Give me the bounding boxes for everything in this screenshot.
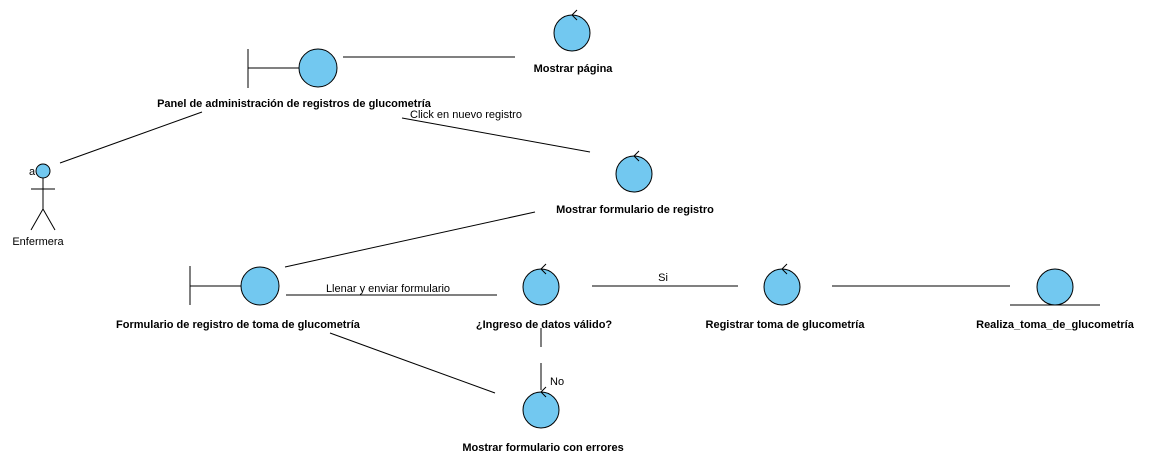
- control-label: ¿Ingreso de datos válido?: [476, 319, 613, 331]
- entity-record[interactable]: Realiza_toma_de_glucometría: [976, 268, 1135, 331]
- edge-label-click-new: Click en nuevo registro: [410, 109, 522, 121]
- edge-actor-to-panel: [59, 111, 203, 164]
- control-label: Mostrar página: [534, 63, 614, 75]
- control-label: Mostrar formulario de registro: [556, 204, 714, 216]
- control-arrow: [540, 263, 547, 275]
- control-show-form[interactable]: Mostrar formulario de registro: [556, 150, 714, 216]
- edge-panel-to-show-form: [401, 117, 591, 153]
- entity-circle: [1036, 268, 1074, 306]
- boundary-label: Formulario de registro de toma de glucom…: [116, 319, 361, 331]
- control-validate[interactable]: ¿Ingreso de datos válido?: [476, 263, 613, 331]
- control-arrow: [571, 9, 578, 21]
- edge-form-to-show-errors: [329, 332, 496, 394]
- edges: [59, 56, 1010, 394]
- control-circle: [615, 155, 653, 193]
- edge-label-fill-submit: Llenar y enviar formulario: [326, 283, 450, 295]
- control-arrow: [781, 263, 788, 275]
- edge-label-yes: Si: [658, 272, 668, 284]
- control-circle: [522, 268, 560, 306]
- control-label: Registrar toma de glucometría: [706, 319, 866, 331]
- boundary-label: Panel de administración de registros de …: [157, 98, 432, 110]
- control-register[interactable]: Registrar toma de glucometría: [706, 263, 866, 331]
- boundary-circle: [240, 266, 280, 306]
- control-show-page[interactable]: Mostrar página: [534, 9, 614, 75]
- edge-label-no: No: [550, 376, 564, 388]
- edge-show-form-to-form: [284, 211, 536, 268]
- control-show-errors[interactable]: Mostrar formulario con errores: [462, 386, 624, 454]
- actor-enfermera[interactable]: a Enfermera: [12, 163, 65, 248]
- actor-label: Enfermera: [12, 236, 64, 248]
- actor-tag: a: [29, 166, 36, 178]
- control-circle: [553, 14, 591, 52]
- boundary-circle: [298, 48, 338, 88]
- entity-label: Realiza_toma_de_glucometría: [976, 319, 1135, 331]
- actor-leg-left: [30, 208, 44, 231]
- actor-head: [35, 163, 51, 179]
- boundary-form[interactable]: Formulario de registro de toma de glucom…: [116, 266, 361, 331]
- control-arrow: [540, 386, 547, 398]
- control-circle: [763, 268, 801, 306]
- actor-leg-right: [42, 208, 56, 231]
- control-arrow: [633, 150, 640, 162]
- boundary-panel[interactable]: Panel de administración de registros de …: [157, 48, 432, 110]
- control-label: Mostrar formulario con errores: [462, 442, 623, 454]
- control-circle: [522, 391, 560, 429]
